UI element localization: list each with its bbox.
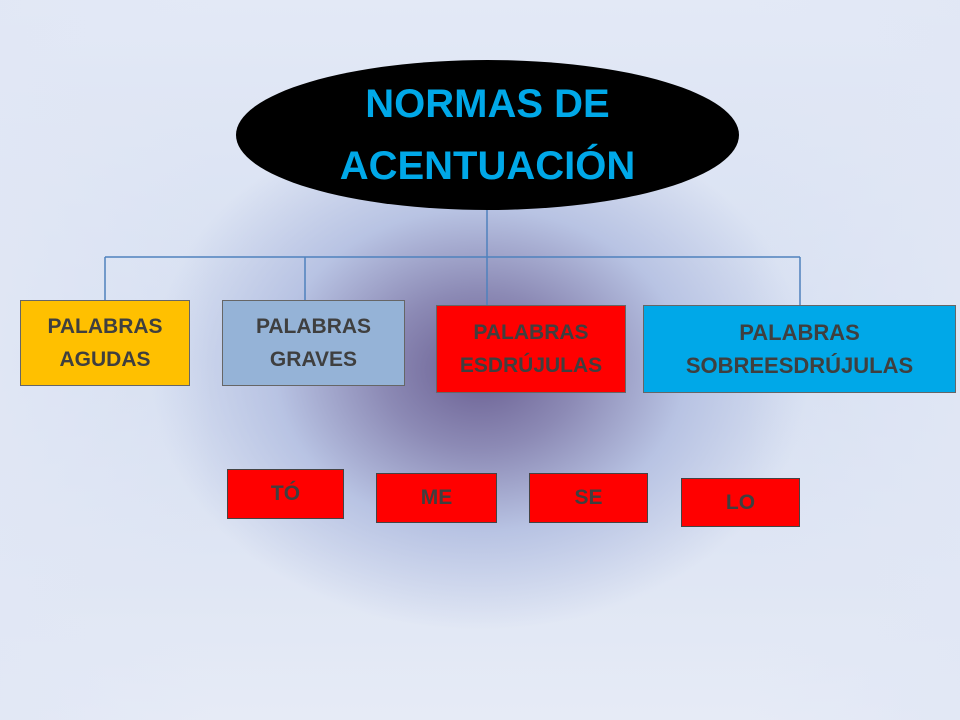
category-sobreesdrujulas: PALABRAS SOBREESDRÚJULAS	[643, 305, 956, 393]
category-agudas: PALABRAS AGUDAS	[20, 300, 190, 386]
category-esdrujulas: PALABRAS ESDRÚJULAS	[436, 305, 626, 393]
syllable-to: TÓ	[227, 469, 344, 519]
syllable-se: SE	[529, 473, 648, 523]
syllable-me: ME	[376, 473, 497, 523]
diagram-title: NORMAS DE ACENTUACIÓN	[339, 82, 636, 188]
title-ellipse: NORMAS DE ACENTUACIÓN	[236, 60, 739, 210]
syllable-lo: LO	[681, 478, 800, 527]
category-graves: PALABRAS GRAVES	[222, 300, 405, 386]
